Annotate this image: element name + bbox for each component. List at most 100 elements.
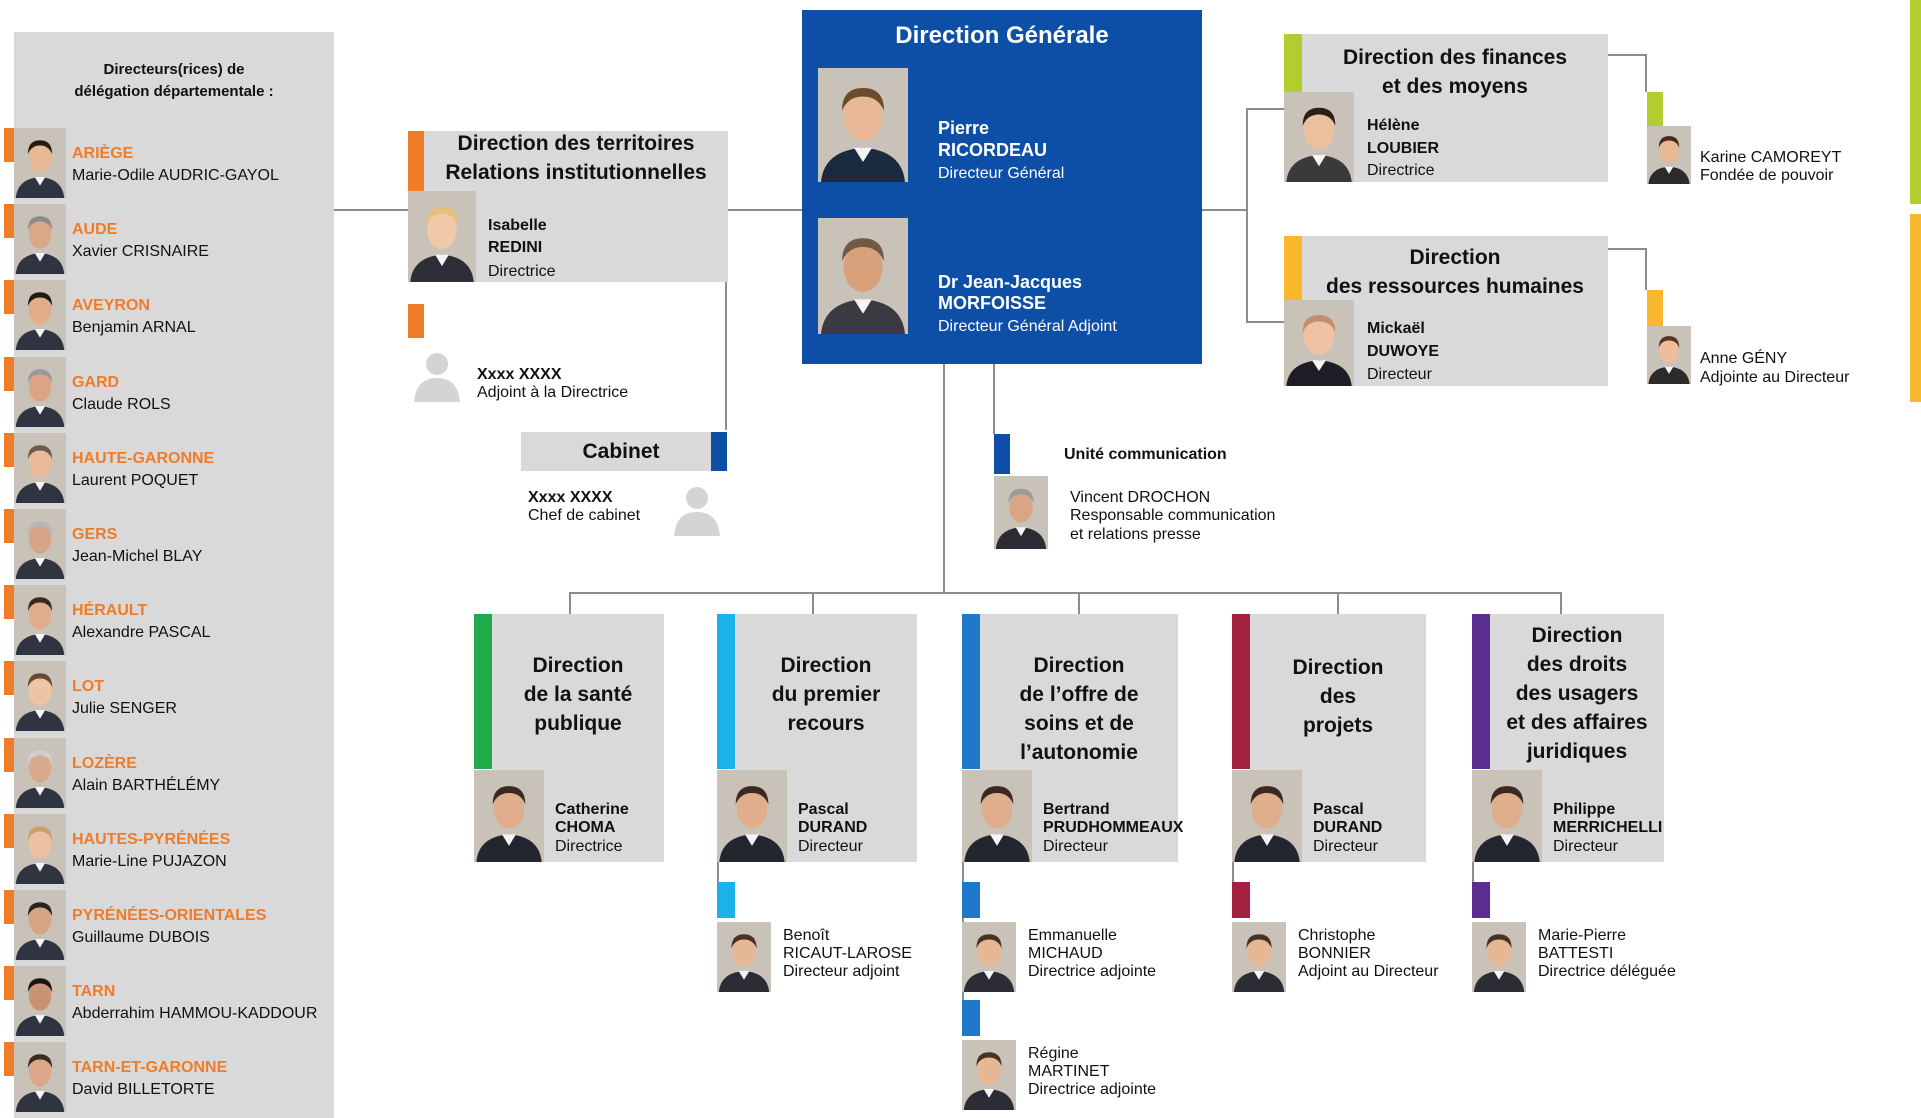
offre-adj-first: Emmanuelle <box>1028 927 1117 944</box>
finances-title-line1: Direction des finances <box>1342 46 1568 69</box>
territoires-adjoint-name: Xxxx XXXX <box>477 366 562 383</box>
sante-first-name: Catherine <box>555 801 629 818</box>
delegate-photo <box>14 813 66 884</box>
projets-title-line: des <box>1319 685 1357 708</box>
delegate-color-bar <box>4 356 14 391</box>
offre-title-line: de l’offre de <box>1019 683 1139 706</box>
connector-rh-side-down <box>1645 248 1647 290</box>
droits-title-line: des usagers <box>1515 682 1639 705</box>
finances-side-bar <box>1647 92 1663 126</box>
sante-last-name: CHOMA <box>555 819 616 836</box>
delegate-photo <box>14 509 66 579</box>
finances-director-photo <box>1284 92 1354 182</box>
projets-color-bar <box>1232 614 1250 769</box>
edge-lime-bar <box>1910 0 1921 204</box>
territoires-title-line1: Direction des territoires <box>457 132 695 155</box>
sante-role: Directrice <box>555 838 623 855</box>
offre-adj-photo <box>962 922 1016 992</box>
dg-p1-role: Directeur Général <box>938 165 1065 182</box>
delegate-photo <box>14 280 66 351</box>
offre-last-name: PRUDHOMMEAUX <box>1043 819 1184 836</box>
offre-adj-role: Directrice adjointe <box>1028 1081 1157 1098</box>
rh-side-role: Adjointe au Directeur <box>1700 369 1850 386</box>
delegate-name: Abderrahim HAMMOU-KADDOUR <box>72 1005 318 1023</box>
recours-adj-last: RICAUT-LAROSE <box>783 945 912 962</box>
finances-side-role: Fondée de pouvoir <box>1700 167 1834 184</box>
droits-director-photo <box>1472 770 1542 862</box>
delegate-department: AVEYRON <box>72 297 150 315</box>
delegate-photo <box>14 890 66 960</box>
recours-adj-bar <box>717 882 735 918</box>
finances-title-line2: et des moyens <box>1382 75 1528 98</box>
delegate-department: AUDE <box>72 221 118 239</box>
rh-side-name: Anne GÉNY <box>1700 350 1788 367</box>
droits-adj-first: Marie-Pierre <box>1538 927 1627 944</box>
territoires-adjoint-avatar <box>408 344 466 402</box>
projets-title-line: Direction <box>1292 656 1384 679</box>
projets-first-name: Pascal <box>1313 801 1364 818</box>
droits-color-bar <box>1472 614 1490 769</box>
recours-title-line: recours <box>787 712 865 735</box>
droits-title-line: juridiques <box>1526 740 1628 763</box>
delegate-name: Alexandre PASCAL <box>72 624 211 642</box>
recours-title-line: Direction <box>780 654 872 677</box>
connector-rh-side <box>1607 248 1647 250</box>
offre-adj-last: MARTINET <box>1028 1063 1110 1080</box>
territoires-director-photo <box>408 191 476 282</box>
finances-role: Directrice <box>1367 162 1435 179</box>
projets-adj-first: Christophe <box>1298 927 1376 944</box>
projets-role: Directeur <box>1313 838 1378 855</box>
delegate-color-bar <box>4 280 14 315</box>
delegate-photo <box>14 966 66 1037</box>
connector-rh <box>1246 321 1286 323</box>
delegate-department: GERS <box>72 526 118 543</box>
rh-role: Directeur <box>1367 366 1432 383</box>
connector-down-sante <box>569 592 571 614</box>
projets-title-line: projets <box>1302 714 1373 737</box>
cabinet-title: Cabinet <box>582 440 660 463</box>
sante-title-line: Direction <box>532 654 624 677</box>
territoires-adjoint-role: Adjoint à la Directrice <box>477 384 629 401</box>
offre-color-bar <box>962 614 980 769</box>
delegate-department: LOT <box>72 678 104 696</box>
connector-projets-adj <box>1232 862 1234 884</box>
projets-adj-bar <box>1232 882 1250 918</box>
offre-adj-last: MICHAUD <box>1028 945 1103 962</box>
delegate-name: Laurent POQUET <box>72 471 199 489</box>
delegate-photo <box>14 432 66 503</box>
delegate-photo <box>14 128 66 198</box>
connector-down-recours <box>812 592 814 614</box>
dg-p1-photo <box>818 68 908 182</box>
delegate-photo <box>14 661 66 732</box>
delegate-color-bar <box>4 737 14 772</box>
connector-droits-adj <box>1472 862 1474 884</box>
offre-title-line: soins et de <box>1024 712 1134 735</box>
offre-adj-photo <box>962 1040 1016 1110</box>
sante-director-photo <box>474 770 544 862</box>
delegates-heading-line2: délégation départementale : <box>74 83 274 100</box>
rh-last-name: DUWOYE <box>1367 343 1439 360</box>
recours-director-photo <box>717 770 787 862</box>
projets-adj-photo <box>1232 922 1286 992</box>
recours-adj-first: Benoît <box>783 927 830 944</box>
delegate-photo <box>14 737 66 808</box>
delegate-name: Marie-Line PUJAZON <box>72 852 227 870</box>
delegate-department: HAUTES-PYRÉNÉES <box>72 830 231 848</box>
droits-adj-photo <box>1472 922 1526 992</box>
cabinet-name: Xxxx XXXX <box>528 489 613 506</box>
finances-side-name: Karine CAMOREYT <box>1700 149 1842 166</box>
delegate-color-bar <box>4 813 14 848</box>
dg-box: Direction Générale Pierre RICORDEAU Dire… <box>802 10 1202 364</box>
offre-adj-role: Directrice adjointe <box>1028 963 1157 980</box>
connector-finances-side-down <box>1645 54 1647 92</box>
delegate-photo <box>14 356 66 427</box>
connector-territoires-down <box>725 280 727 430</box>
territoires-color-bar <box>408 131 424 191</box>
connector-comm-down <box>993 364 995 434</box>
dg-p1-last: RICORDEAU <box>938 140 1048 160</box>
droits-title-line: des droits <box>1526 653 1628 676</box>
connector-finances-side <box>1607 54 1647 56</box>
droits-adj-bar <box>1472 882 1490 918</box>
finances-first-name: Hélène <box>1367 117 1420 134</box>
recours-role: Directeur <box>798 838 863 855</box>
